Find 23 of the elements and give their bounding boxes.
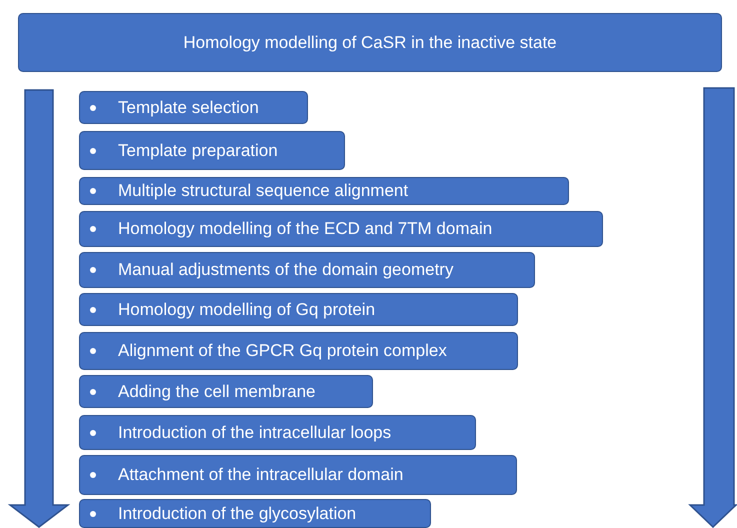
step-label: Template selection <box>118 98 259 118</box>
step-label: Homology modelling of Gq protein <box>118 300 376 320</box>
step-box <box>79 415 476 450</box>
step-label: Introduction of the intracellular loops <box>118 422 392 442</box>
step-label: Attachment of the intracellular domain <box>118 465 404 485</box>
step-box <box>79 375 373 408</box>
step-label: Manual adjustments of the domain geometry <box>118 260 454 280</box>
step-label: Introduction of the glycosylation <box>118 504 356 524</box>
step-label: Multiple structural sequence alignment <box>118 181 408 201</box>
step-label: Adding the cell membrane <box>118 382 316 402</box>
step-label: Homology modelling of the ECD and 7TM domain <box>118 219 492 239</box>
step-box <box>79 131 345 170</box>
step-box <box>79 177 569 205</box>
step-label: Alignment of the GPCR Gq protein complex <box>118 341 447 361</box>
step-box <box>79 252 535 288</box>
step-box <box>79 455 517 495</box>
step-label: Template preparation <box>118 140 278 160</box>
step-box <box>79 91 308 124</box>
title-banner: Homology modelling of CaSR in the inactive state <box>18 13 722 72</box>
step-box <box>79 211 603 247</box>
step-box <box>79 332 518 370</box>
step-box <box>79 293 518 326</box>
step-box <box>79 499 431 528</box>
